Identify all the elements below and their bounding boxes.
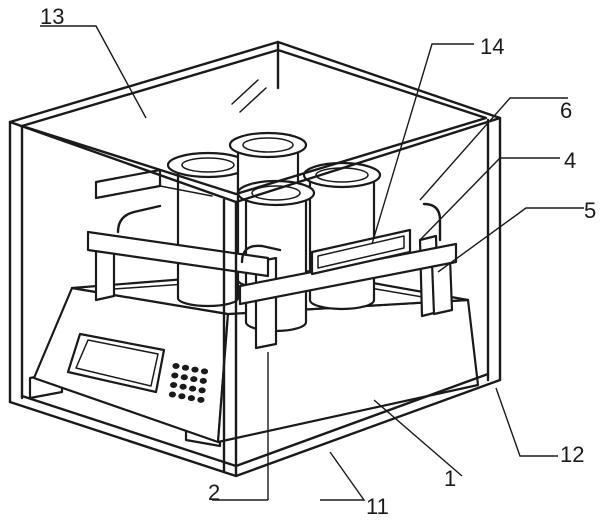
- leader-lines: [40, 25, 584, 501]
- callout-5: 5: [584, 198, 596, 223]
- callout-4: 4: [564, 148, 576, 173]
- keypad-key: [189, 385, 197, 392]
- keypad-key: [190, 376, 198, 383]
- keypad-key: [171, 372, 179, 379]
- callout-11: 11: [366, 494, 389, 519]
- keypad-key: [191, 366, 199, 373]
- keypad-key: [197, 396, 205, 403]
- glass-enclosure: [8, 40, 502, 478]
- callout-2: 2: [208, 480, 220, 505]
- keypad-key: [200, 368, 209, 375]
- keypad-key: [180, 374, 188, 381]
- callout-12: 12: [560, 442, 584, 467]
- keypad: [168, 363, 209, 403]
- callout-14: 14: [480, 34, 504, 59]
- keypad-key: [178, 393, 186, 400]
- keypad-key: [199, 377, 207, 384]
- keypad-key: [198, 387, 206, 394]
- callout-6: 6: [560, 98, 572, 123]
- keypad-key: [172, 363, 180, 369]
- callout-13: 13: [40, 4, 64, 29]
- keypad-key: [168, 391, 176, 398]
- keypad-key: [187, 395, 195, 402]
- display-screen: [66, 332, 166, 394]
- keypad-key: [179, 383, 187, 390]
- callout-1: 1: [444, 466, 456, 491]
- keypad-key: [181, 364, 190, 371]
- keypad-key: [170, 382, 178, 388]
- upper-bracket: [94, 168, 213, 200]
